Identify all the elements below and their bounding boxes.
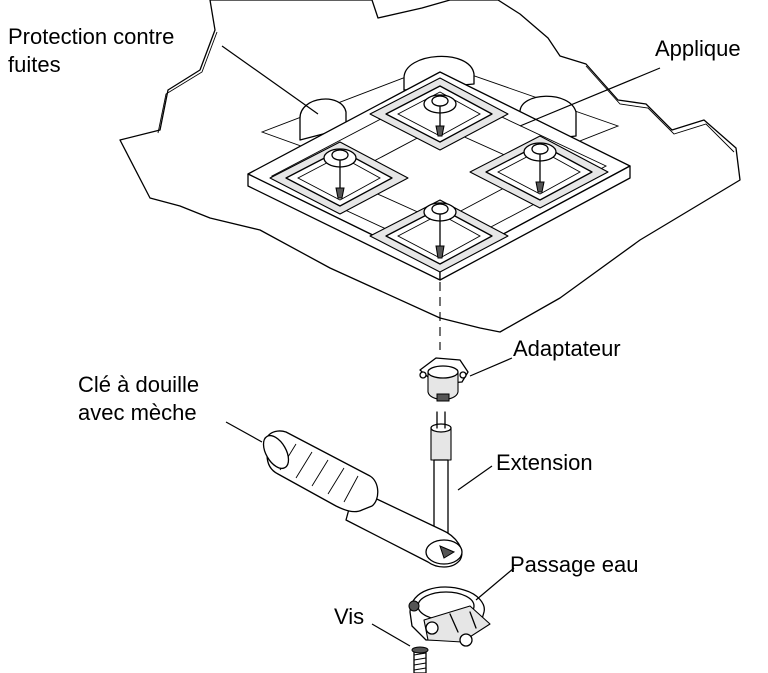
label-water-passage: Passage eau	[510, 552, 638, 577]
label-adapter: Adaptateur	[513, 336, 621, 361]
water-passage-plate	[408, 586, 491, 647]
diffuser-bottom	[369, 199, 509, 273]
label-applique: Applique	[655, 36, 741, 61]
label-screw: Vis	[334, 604, 364, 629]
leader-adapter	[469, 357, 513, 377]
leader-water-passage	[475, 567, 515, 601]
diffuser-right	[469, 135, 609, 209]
socket-wrench	[262, 430, 463, 568]
leader-extension	[457, 465, 493, 491]
label-leak-protection-line2: fuites	[8, 52, 61, 77]
leader-leak-protection	[221, 45, 319, 115]
screw-part	[411, 646, 429, 673]
diffuser-left	[269, 141, 409, 215]
label-wrench-line2: avec mèche	[78, 400, 197, 425]
leader-screw	[371, 623, 411, 647]
label-wrench-line1: Clé à douille	[78, 372, 199, 397]
applique-plate	[247, 71, 631, 281]
diffuser-top	[369, 77, 509, 151]
leader-wrench	[225, 421, 263, 443]
adapter-part	[419, 357, 469, 402]
label-leak-protection-line1: Protection contre	[8, 24, 174, 49]
leader-applique	[519, 67, 661, 127]
label-extension: Extension	[496, 450, 593, 475]
